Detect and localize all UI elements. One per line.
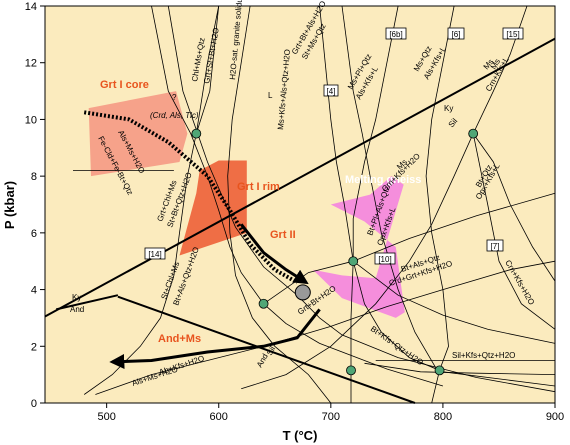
- y-tick-label: 14: [25, 1, 37, 13]
- box-6: [447, 27, 465, 40]
- reaction-curve: [350, 5, 399, 403]
- reaction-label-32: ?: [172, 93, 177, 102]
- reaction-curve: [151, 5, 444, 387]
- reaction-curve: [472, 133, 556, 282]
- invariant-point-2: [348, 256, 359, 267]
- invariant-point-5: [434, 365, 445, 376]
- box-label-10: [10]: [378, 255, 391, 264]
- plot-background: [44, 5, 556, 404]
- aluminosilicate-boundaries-layer: [44, 37, 556, 404]
- reaction-curve: [241, 5, 528, 390]
- zone-label-grt-core: Grt I core: [100, 79, 149, 91]
- box-15: [502, 27, 524, 40]
- y-tick-label: 6: [31, 228, 37, 240]
- x-tick-label: 600: [210, 411, 228, 423]
- box-7: [486, 239, 504, 252]
- reaction-curve: [95, 260, 556, 395]
- reaction-curve: [227, 5, 332, 404]
- boundary-ky-sil: [44, 37, 556, 318]
- x-tick-label: 500: [97, 411, 115, 423]
- reaction-label-29: Sil+Kfs+Qtz+H2O: [452, 351, 515, 360]
- box-label-15: [15]: [506, 30, 519, 39]
- pt-paths-layer: [83, 110, 321, 369]
- ms-breakdown-point: [294, 284, 311, 301]
- boundary-and-sil: [117, 295, 416, 404]
- y-tick-label: 8: [31, 171, 37, 183]
- reaction-curve: [352, 260, 556, 344]
- reaction-curve: [425, 5, 455, 404]
- box-label-6b: [6b]: [389, 30, 402, 39]
- axis-ticks-layer: 500 600 700 800 900 0 2 4 6 8 10 12 14: [25, 1, 564, 423]
- invariant-point-4: [346, 365, 356, 376]
- boundary-ky-and: [55, 294, 119, 311]
- y-tick-label: 10: [25, 114, 37, 126]
- reaction-curve: [319, 5, 556, 387]
- prograde-dotted: [83, 110, 299, 285]
- invariant-point-3: [258, 298, 269, 309]
- reaction-curve: [341, 5, 438, 371]
- retrograde-arrow: [109, 308, 321, 369]
- region-label-sil-2: Sil: [265, 345, 277, 357]
- region-label-l-1: L: [268, 91, 273, 100]
- zone-label-grt-rim: Grt I rim: [237, 181, 280, 193]
- reaction-label-31: (Crd, Als, Tlc): [150, 111, 199, 120]
- invariant-points-layer: [191, 128, 479, 376]
- x-tick-label: 700: [322, 411, 340, 423]
- y-tick-label: 4: [31, 285, 37, 297]
- x-tick-label: 800: [434, 411, 452, 423]
- y-tick-label: 0: [31, 398, 37, 410]
- reaction-curve: [195, 5, 220, 134]
- reaction-curves-layer: [73, 5, 556, 404]
- region-label-ky-1: Ky: [72, 293, 81, 302]
- x-axis-title: T (°C): [283, 428, 318, 443]
- zone-label-melting-gneiss: Melting gneiss: [345, 174, 421, 186]
- invariant-point-0: [191, 128, 202, 139]
- y-axis-title: P (kbar): [2, 181, 17, 229]
- box-6b: [385, 27, 407, 40]
- grt-ii-arrow: [240, 223, 309, 285]
- y-tick-label: 12: [25, 58, 37, 70]
- zone-label-and-ms: And+Ms: [158, 333, 201, 345]
- reaction-curve: [472, 133, 556, 330]
- reaction-curve: [364, 362, 556, 375]
- invariant-point-1: [468, 128, 479, 139]
- zone-label-grt-ii: Grt II: [270, 229, 296, 241]
- x-tick-label: 900: [546, 411, 564, 423]
- box-10: [374, 252, 396, 265]
- region-label-and-1: And: [70, 305, 84, 314]
- box-label-4: [4]: [327, 87, 336, 96]
- box-label-6: [6]: [452, 30, 461, 39]
- box-labels-layer: [6b] [4] [6] [15] [14] [10] [7]: [144, 27, 524, 265]
- box-4: [323, 84, 339, 97]
- region-label-ky-2: Ky: [444, 104, 453, 113]
- box-label-14: [14]: [148, 250, 161, 259]
- grt-core-region: [88, 91, 188, 177]
- box-14: [144, 247, 166, 260]
- box-label-7: [7]: [491, 242, 500, 251]
- y-tick-label: 2: [31, 341, 37, 353]
